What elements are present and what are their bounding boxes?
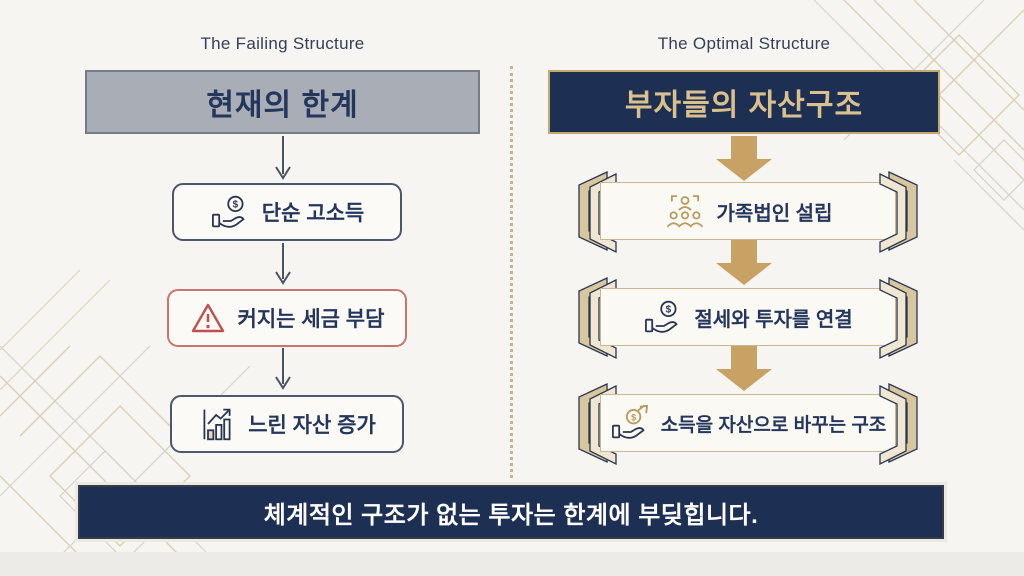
optimal-step-2: $ 절세와 투자를 연결	[576, 276, 920, 360]
footer-banner: 체계적인 구조가 없는 투자는 한계에 부딪힙니다.	[78, 485, 944, 539]
optimal-step-3-label: 소득을 자산으로 바꾸는 구조	[660, 414, 887, 436]
failing-step-2: 커지는 세금 부담	[167, 289, 407, 347]
left-column-title: The Failing Structure	[200, 34, 365, 53]
optimal-step-1: 가족법인 설립	[576, 170, 920, 254]
bottom-strip	[0, 552, 1024, 576]
3d-bracket-icon	[879, 276, 918, 360]
3d-bracket-icon	[879, 382, 918, 466]
optimal-step-1-band: 가족법인 설립	[600, 182, 896, 240]
optimal-step-1-label: 가족법인 설립	[716, 202, 833, 225]
optimal-step-3-band: $ 소득을 자산으로 바꾸는 구조	[600, 394, 896, 452]
gold-down-arrow-icon	[716, 136, 772, 181]
failing-step-1-label: 단순 고소득	[261, 202, 365, 225]
optimal-step-2-band: $ 절세와 투자를 연결	[600, 288, 896, 346]
down-arrow-icon	[275, 243, 291, 285]
gold-down-arrow-icon	[716, 240, 772, 285]
column-divider	[510, 66, 513, 478]
coin-growth-icon: $	[610, 405, 650, 441]
footer-message: 체계적인 구조가 없는 투자는 한계에 부딪힙니다.	[263, 501, 759, 529]
gold-down-arrow-icon	[716, 346, 772, 391]
failing-structure-header-label: 현재의 한계	[206, 89, 359, 122]
down-arrow-icon	[275, 136, 291, 180]
optimal-structure-header: 부자들의 자산구조	[548, 70, 940, 134]
svg-text:$: $	[631, 412, 636, 422]
hand-coin-icon: $	[210, 194, 250, 230]
3d-bracket-icon	[879, 170, 918, 254]
optimal-step-3: $ 소득을 자산으로 바꾸는 구조	[576, 382, 920, 466]
svg-text:$: $	[232, 200, 238, 211]
svg-text:$: $	[666, 305, 672, 316]
bar-chart-icon	[198, 406, 236, 442]
hand-coin-icon: $	[643, 299, 683, 335]
failing-step-3-label: 느린 자산 증가	[248, 414, 376, 437]
failing-step-1: $ 단순 고소득	[172, 183, 402, 241]
family-icon	[664, 193, 706, 229]
side-pattern-left-icon	[0, 270, 111, 390]
right-column-title: The Optimal Structure	[657, 34, 831, 53]
failing-structure-header: 현재의 한계	[85, 70, 480, 134]
down-arrow-icon	[275, 348, 291, 390]
warning-triangle-icon	[190, 302, 226, 334]
failing-step-3: 느린 자산 증가	[170, 395, 404, 453]
optimal-step-2-label: 절세와 투자를 연결	[694, 308, 853, 331]
optimal-structure-header-label: 부자들의 자산구조	[624, 89, 864, 122]
failing-step-2-label: 커지는 세금 부담	[237, 308, 385, 331]
